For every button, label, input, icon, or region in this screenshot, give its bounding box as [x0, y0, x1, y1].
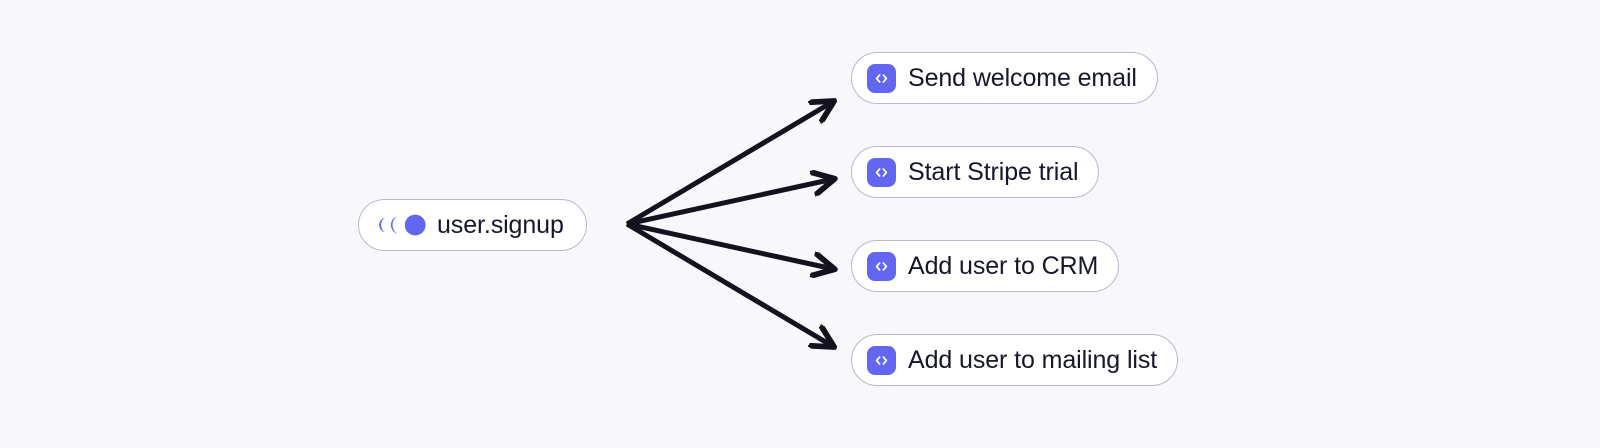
edge-to-send-welcome-email [625, 104, 829, 227]
trigger-pulse-icon [379, 214, 426, 236]
edge-to-add-user-to-mailing-list [625, 221, 829, 344]
action-node-label: Start Stripe trial [908, 157, 1079, 186]
trigger-node-label: user.signup [437, 210, 564, 239]
action-node-start-stripe-trial[interactable]: Start Stripe trial [851, 146, 1100, 198]
code-brackets-icon [867, 251, 896, 281]
action-node-add-user-to-crm[interactable]: Add user to CRM [851, 240, 1120, 292]
action-node-send-welcome-email[interactable]: Send welcome email [851, 52, 1158, 104]
edge-to-add-user-to-crm [626, 221, 829, 268]
trigger-node-user-signup[interactable]: user.signup [358, 199, 587, 251]
code-brackets-icon [867, 63, 896, 93]
action-node-label: Add user to CRM [908, 251, 1099, 280]
code-brackets-icon [867, 345, 896, 375]
code-brackets-icon [867, 157, 896, 187]
action-node-add-user-to-mailing-list[interactable]: Add user to mailing list [851, 334, 1179, 386]
action-node-label: Add user to mailing list [908, 345, 1158, 374]
action-node-label: Send welcome email [908, 63, 1137, 92]
edge-to-start-stripe-trial [626, 180, 829, 227]
